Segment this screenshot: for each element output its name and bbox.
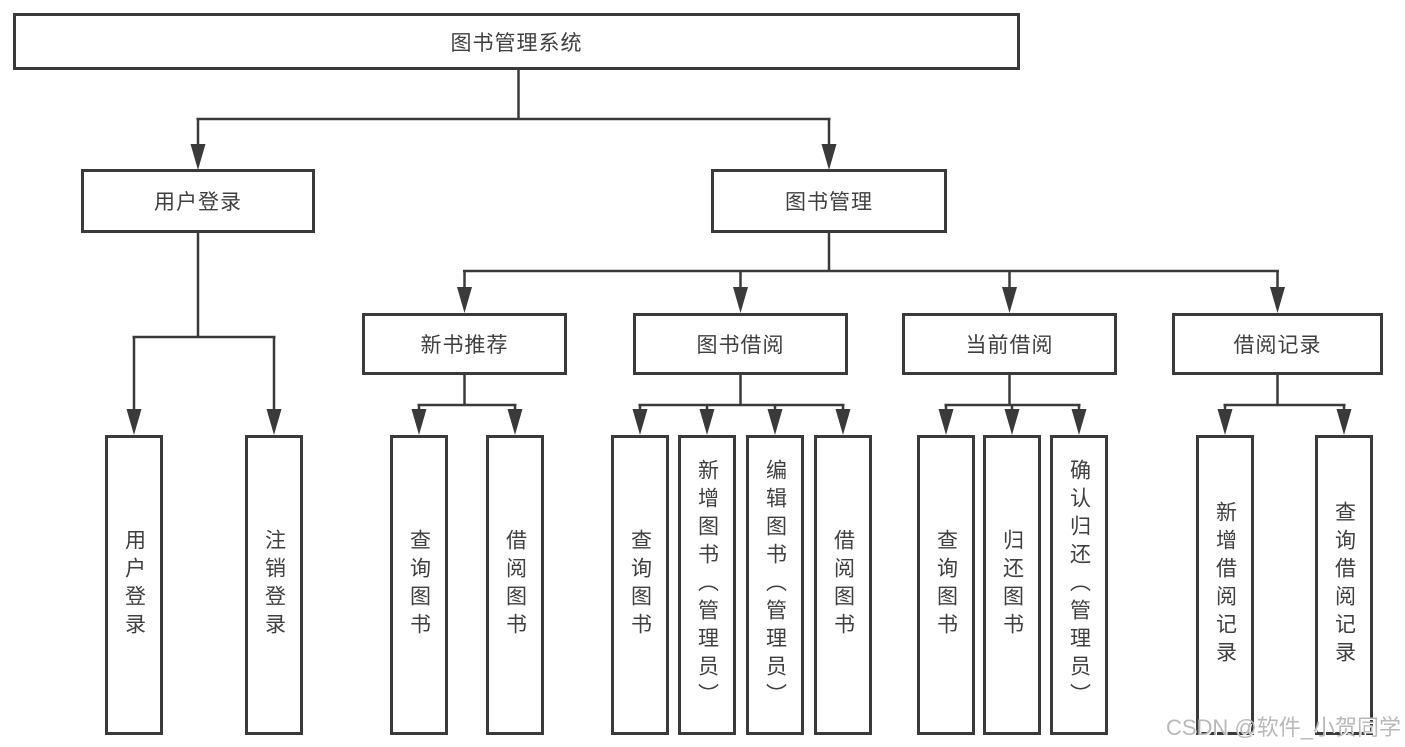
node-label: 注销登录 bbox=[262, 529, 286, 641]
node-leaf-borrow-books: 借阅图书 bbox=[814, 435, 872, 735]
node-leaf-return-books: 归还图书 bbox=[983, 435, 1041, 735]
node-leaf-confirm-return-admin: 确认归还（管理员） bbox=[1050, 435, 1108, 735]
node-label: 图书借阅 bbox=[696, 334, 785, 357]
arrowhead bbox=[411, 409, 427, 435]
node-leaf-add-books-admin: 新增图书（管理员） bbox=[678, 435, 736, 735]
connector-new-books-to-leaves bbox=[411, 375, 523, 435]
node-borrowing-records: 借阅记录 bbox=[1172, 313, 1383, 375]
node-label: 归还图书 bbox=[1000, 529, 1024, 641]
node-label: 借阅图书 bbox=[831, 529, 855, 641]
node-label: 查询图书 bbox=[628, 529, 652, 641]
csdn-watermark: CSDN @软件_小贺同学 bbox=[1165, 715, 1401, 740]
node-label: 编辑图书（管理员） bbox=[763, 459, 787, 711]
arrowhead bbox=[126, 409, 142, 435]
arrowhead bbox=[1004, 409, 1020, 435]
node-label: 借阅图书 bbox=[503, 529, 527, 641]
node-leaf-user-login: 用户登录 bbox=[105, 435, 163, 735]
arrowhead bbox=[632, 409, 648, 435]
node-label: 确认归还（管理员） bbox=[1067, 459, 1091, 711]
arrowhead bbox=[835, 409, 851, 435]
node-label: 用户登录 bbox=[122, 529, 146, 641]
node-label: 新书推荐 bbox=[420, 334, 509, 357]
node-label: 借阅记录 bbox=[1233, 334, 1322, 357]
connector-book-mgmt-to-level3 bbox=[457, 233, 1285, 313]
arrowhead bbox=[821, 144, 837, 170]
node-leaf-query-books-current: 查询图书 bbox=[917, 435, 975, 735]
node-new-book-recommend: 新书推荐 bbox=[362, 313, 567, 375]
node-book-management-branch: 图书管理 bbox=[711, 169, 947, 233]
node-root-library-system: 图书管理系统 bbox=[13, 13, 1020, 70]
connector-root-to-level2 bbox=[190, 70, 837, 170]
node-user-login-branch: 用户登录 bbox=[81, 169, 315, 233]
node-root-label: 图书管理系统 bbox=[450, 31, 583, 55]
node-leaf-logout: 注销登录 bbox=[245, 435, 303, 735]
node-label: 查询图书 bbox=[934, 529, 958, 641]
connector-user-login-to-leaves bbox=[126, 233, 282, 435]
arrowhead bbox=[507, 409, 523, 435]
arrowhead bbox=[699, 409, 715, 435]
arrowhead bbox=[767, 409, 783, 435]
node-leaf-borrow-books-recommend: 借阅图书 bbox=[486, 435, 544, 735]
connector-current-borrow-to-leaves bbox=[938, 375, 1087, 435]
arrowhead bbox=[1270, 287, 1285, 313]
arrowhead bbox=[938, 409, 954, 435]
node-label: 新增借阅记录 bbox=[1213, 501, 1237, 669]
arrowhead bbox=[1071, 409, 1087, 435]
node-leaf-query-books-borrow: 查询图书 bbox=[611, 435, 669, 735]
arrowhead bbox=[1002, 287, 1017, 313]
node-label: 查询图书 bbox=[407, 529, 431, 641]
arrowhead bbox=[266, 409, 282, 435]
arrowhead bbox=[733, 287, 748, 313]
arrowhead bbox=[190, 144, 206, 170]
node-label: 当前借阅 bbox=[965, 334, 1054, 357]
connector-book-borrow-to-leaves bbox=[632, 375, 851, 435]
node-current-borrowing: 当前借阅 bbox=[902, 313, 1117, 375]
node-label: 查询借阅记录 bbox=[1332, 501, 1356, 669]
arrowhead bbox=[457, 287, 472, 313]
node-leaf-add-borrow-record: 新增借阅记录 bbox=[1196, 435, 1254, 735]
node-label: 新增图书（管理员） bbox=[695, 459, 719, 711]
node-label: 用户登录 bbox=[154, 191, 242, 214]
node-leaf-edit-books-admin: 编辑图书（管理员） bbox=[746, 435, 804, 735]
node-book-borrowing: 图书借阅 bbox=[633, 313, 848, 375]
arrowhead bbox=[1336, 409, 1352, 435]
node-label: 图书管理 bbox=[785, 191, 873, 214]
arrowhead bbox=[1217, 409, 1233, 435]
connector-borrow-records-to-leaves bbox=[1217, 375, 1352, 435]
node-leaf-query-borrow-record: 查询借阅记录 bbox=[1315, 435, 1373, 735]
node-leaf-query-books-recommend: 查询图书 bbox=[390, 435, 448, 735]
